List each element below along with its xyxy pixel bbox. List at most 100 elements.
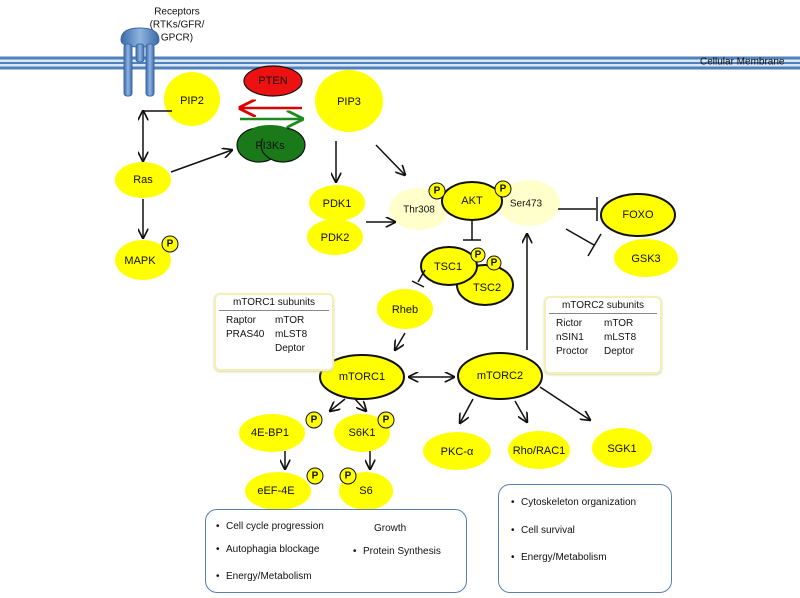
subunit-item: mTOR: [604, 318, 634, 329]
s6k1-p-label: P: [383, 415, 390, 426]
pdk2-node: [307, 219, 363, 255]
gsk3-label: GSK3: [631, 253, 660, 265]
ser473-label: Ser473: [510, 199, 543, 210]
outcome-bullet: •: [511, 497, 515, 508]
subunit-item: nSIN1: [556, 332, 584, 343]
outcome-bullet: •: [216, 571, 220, 582]
mapk-label: MAPK: [124, 255, 156, 267]
eef4e-label: eEF-4E: [257, 485, 294, 497]
rheb-mtorc1-arrow: [395, 332, 406, 350]
rheb-tbar: [411, 280, 425, 288]
gsk3-node: [614, 239, 678, 277]
outcome-heading: Growth: [374, 523, 407, 534]
ras-label: Ras: [133, 174, 153, 186]
subunit-item: mLST8: [604, 332, 637, 343]
4ebp1-label: 4E-BP1: [251, 427, 289, 439]
sgk1-label: SGK1: [607, 443, 636, 455]
eef4e-node: [245, 472, 311, 510]
akt-node: [441, 181, 503, 221]
mtorc1-outcomes-box: • Cell cycle progression Growth • Autoph…: [205, 509, 467, 593]
cellular-membrane: [0, 56, 800, 70]
pip2-node: [164, 72, 220, 126]
mtorc1-node: [319, 354, 405, 400]
tsc-rheb-inhibit: [417, 269, 426, 283]
eef4e-phospho: [306, 467, 324, 485]
4ebp1-node: [239, 414, 305, 452]
pip3-node: [315, 70, 383, 132]
membrane-label: Cellular Membrane: [700, 57, 785, 68]
tsc2-p-label: P: [491, 258, 498, 269]
mtorc1-4ebp1-arrow: [330, 398, 346, 411]
mtorc2-node: [457, 352, 543, 400]
pten-label: PTEN: [258, 75, 287, 87]
tsc1-p-label: P: [475, 250, 482, 261]
sgk1-node: [592, 428, 652, 468]
s6k1-label: S6K1: [349, 427, 376, 439]
receptor-icon: [120, 27, 160, 97]
tsc2-label: TSC2: [473, 282, 501, 294]
mtorc1-subunits-title: mTORC1 subunits: [232, 297, 316, 308]
rho-node: [508, 431, 570, 469]
ser473-node: [498, 180, 560, 226]
tsc1-label: TSC1: [434, 261, 462, 273]
subunit-item: mLST8: [275, 329, 308, 340]
receptor-label-3: GPCR): [161, 33, 193, 44]
rheb-label: Rheb: [392, 304, 418, 316]
pkc-label: PKC-α: [441, 446, 474, 458]
pkc-node: [423, 432, 491, 470]
akt-gsk3-inhibit: [565, 228, 595, 246]
foxo-node: [600, 193, 676, 237]
4ebp1-p-label: P: [311, 415, 318, 426]
s6k1-node: [334, 414, 390, 452]
ser473-p-label: P: [500, 184, 507, 195]
subunit-item: Deptor: [275, 343, 306, 354]
subunit-item: Deptor: [604, 346, 635, 357]
mtorc1-subunits-box: mTORC1 subunits Raptor mTOR PRAS40 mLST8…: [214, 293, 334, 371]
mtorc1-subunits-divider: [219, 310, 329, 311]
pdk1-label: PDK1: [323, 198, 352, 210]
subunit-item: PRAS40: [226, 329, 265, 340]
thr308-label: Thr308: [403, 205, 435, 216]
outcome-bullet: •: [353, 546, 357, 557]
pip2-label: PIP2: [180, 95, 204, 107]
outcome-bullet: •: [511, 525, 515, 536]
mapk-p-label: P: [167, 239, 174, 250]
tsc1-node: [420, 246, 478, 286]
s6k1-phospho: [377, 411, 395, 429]
mtorc2-subunits-divider: [549, 313, 657, 314]
tsc2-phospho: [486, 255, 502, 271]
outcome-bullet: •: [511, 552, 515, 563]
outcome-item: Cell cycle progression: [226, 521, 324, 532]
ras-pi3k-arrow: [170, 150, 232, 173]
subunit-item: [226, 343, 275, 355]
pdk2-label: PDK2: [321, 232, 350, 244]
subunit-item: Proctor: [556, 346, 589, 357]
s6-phospho: [339, 467, 357, 485]
mtorc2-rho-arrow: [514, 400, 527, 422]
4ebp1-phospho: [305, 411, 323, 429]
mtorc2-subunits-box: mTORC2 subunits Rictor mTOR nSIN1 mLST8 …: [544, 296, 662, 374]
thr308-phospho: [428, 182, 446, 200]
akt-label: AKT: [461, 195, 483, 207]
outcome-item: Cytoskeleton organization: [521, 497, 637, 508]
subunit-item: Rictor: [556, 318, 583, 329]
foxo-label: FOXO: [622, 209, 654, 221]
gsk3-tbar: [587, 233, 602, 257]
outcome-item: Energy/Metabolism: [521, 552, 607, 563]
receptor-label-1: Receptors: [154, 7, 200, 18]
outcome-item: Energy/Metabolism: [226, 571, 312, 582]
mapk-phospho: [161, 235, 179, 253]
pi3ks-node: [236, 125, 306, 163]
outcome-bullet: •: [216, 544, 220, 555]
pip3-label: PIP3: [337, 96, 361, 108]
mtorc2-label: mTORC2: [477, 370, 523, 382]
thr308-p-label: P: [434, 186, 441, 197]
s6-label: S6: [359, 485, 372, 497]
mtorc2-pkc-arrow: [460, 398, 474, 423]
pdk1-node: [309, 185, 365, 221]
receptor-label-2: (RTKs/GFR/: [150, 20, 205, 31]
outcome-bullet: •: [216, 521, 220, 532]
outcome-item: Autophagia blockage: [226, 544, 320, 555]
